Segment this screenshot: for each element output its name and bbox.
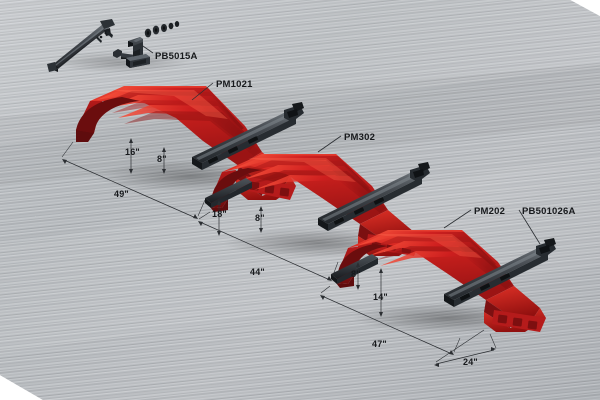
- leader-pb5015a: [139, 43, 154, 54]
- leader-pm1021: [191, 82, 214, 101]
- leader-pm302: [317, 135, 342, 153]
- dimension-label-18in: 18": [212, 209, 227, 219]
- fender-ribs-pm202: [356, 231, 512, 289]
- fender-ribs-pm302: [230, 155, 386, 213]
- mounting-rail-pm302: [318, 162, 430, 231]
- dimension-label-44in: 44": [250, 267, 265, 277]
- fender-ribs-pm1021: [96, 87, 259, 156]
- dimension-label-8in-a: 8": [157, 154, 167, 164]
- part-label-pm302: PM302: [344, 132, 376, 143]
- fender-pm202: [331, 209, 556, 332]
- front-rail-stub-pm302: [205, 178, 252, 208]
- hardware-group-pb5015a: [47, 19, 180, 72]
- dimensions-pm202: [320, 262, 497, 367]
- dimension-label-16in: 16": [125, 147, 140, 157]
- mounting-rail-icon: [47, 19, 115, 72]
- part-label-pb5015a: PB5015A: [155, 51, 198, 62]
- front-rail-stub-pm202: [331, 254, 378, 284]
- dimension-label-8in-b: 8": [255, 213, 265, 223]
- leader-pb501026a: [518, 209, 541, 245]
- dimension-label-24in: 24": [463, 357, 478, 367]
- dimension-label-49in: 49": [114, 189, 129, 199]
- fender-pm302: [205, 135, 430, 256]
- dimensions-pm302: [198, 200, 339, 281]
- dimensions-pm1021: [61, 138, 206, 219]
- mounting-rail-pm1021: [192, 102, 304, 170]
- fender-pm1021: [76, 82, 304, 200]
- leader-pm202: [443, 209, 472, 229]
- dimension-label-14in: 14": [373, 292, 388, 302]
- part-label-pm202: PM202: [474, 206, 506, 217]
- dimension-label-8in-c: 8": [351, 269, 361, 279]
- mounting-rail-pm202: [444, 238, 556, 307]
- spacer-block-icon: [126, 54, 150, 68]
- part-label-pb501026a: PB501026A: [522, 206, 576, 217]
- washer-nut-set-icon: [144, 21, 180, 38]
- part-label-pm1021: PM1021: [216, 79, 253, 90]
- dimension-label-47in: 47": [372, 339, 387, 349]
